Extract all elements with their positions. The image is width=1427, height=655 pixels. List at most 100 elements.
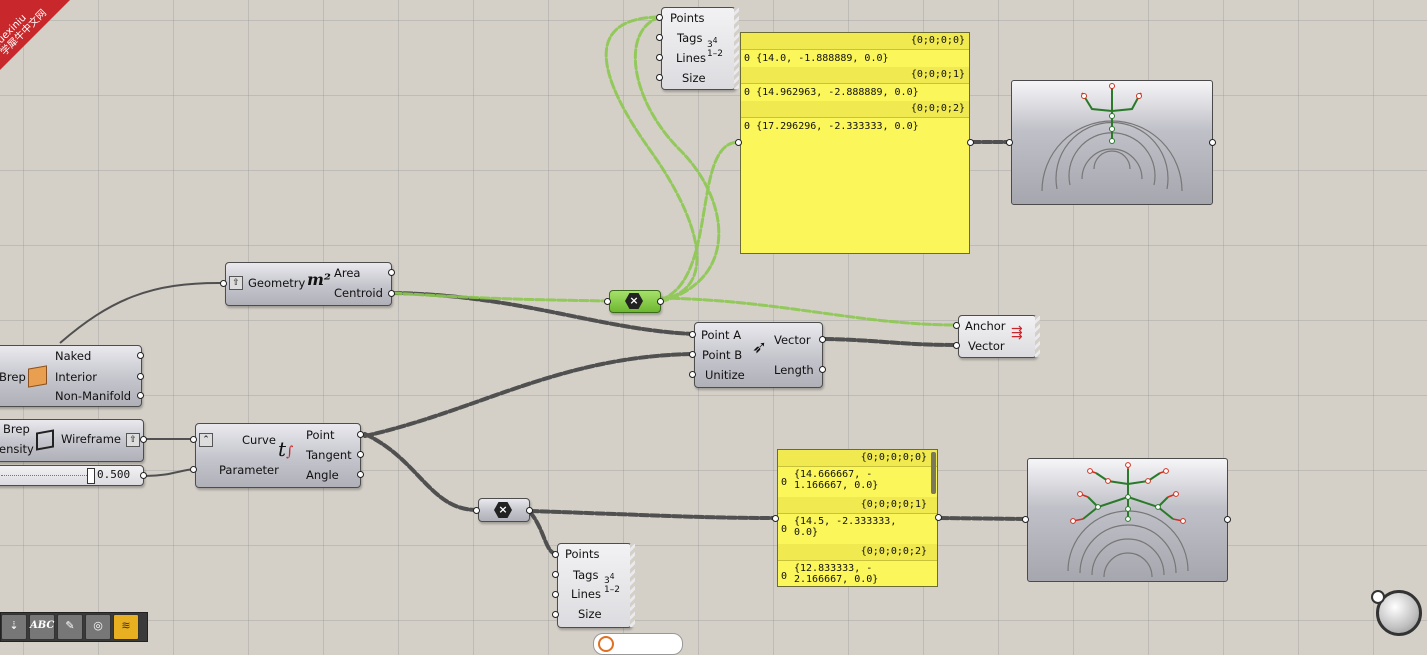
wire-cull-to-panel2: [528, 509, 778, 520]
port-anchor-in[interactable]: [953, 322, 960, 329]
port-unitize-in[interactable]: [689, 371, 696, 378]
port-preview-top-in[interactable]: [1006, 139, 1013, 146]
length-output-label: Length: [774, 363, 814, 377]
port-size-bottom[interactable]: [552, 611, 559, 618]
cull-x-icon: ×: [494, 502, 512, 518]
cull-component[interactable]: ×: [478, 498, 530, 522]
preview-top[interactable]: [1011, 80, 1213, 205]
point-list-bottom-lines-label: Lines: [571, 587, 601, 601]
port-angle-out[interactable]: [357, 471, 364, 478]
interior-output-label: Interior: [55, 370, 97, 384]
pen-tool-icon[interactable]: ✎: [57, 614, 83, 640]
panel-bottom-row-1: 0 {14.5, -2.333333,0.0}: [781, 516, 897, 538]
wire-point-to-pointB: [363, 352, 696, 438]
port-panel-bottom-in[interactable]: [772, 515, 779, 522]
port-naked-out[interactable]: [137, 352, 144, 359]
slider-track[interactable]: [1, 475, 89, 476]
port-lines-bottom[interactable]: [552, 591, 559, 598]
expand-icon[interactable]: ⌃: [199, 433, 213, 447]
port-vector-out[interactable]: [819, 336, 826, 343]
wire-cull-to-pointlist1: [604, 15, 699, 302]
port-vector-in[interactable]: [953, 342, 960, 349]
cursor-tool-icon[interactable]: ⇣: [1, 614, 27, 640]
panel-bottom-path-1: {0;0;0;0;1}: [778, 497, 937, 514]
port-preview-bottom-in[interactable]: [1022, 516, 1029, 523]
wireframe-component[interactable]: Brep ensity Wireframe ⇧: [0, 419, 144, 462]
spiral-tool-icon[interactable]: ◎: [85, 614, 111, 640]
upload-icon[interactable]: ⇧: [126, 433, 140, 447]
evaluate-curve-icon: t∫: [278, 437, 294, 461]
panel-top[interactable]: {0;0;0;0} 0 {14.0, -1.888889, 0.0} {0;0;…: [740, 32, 970, 254]
port-length-out[interactable]: [819, 366, 826, 373]
navigation-knob[interactable]: [1371, 590, 1385, 604]
wire-cull-to-pointlist2: [528, 510, 558, 556]
text-tool-icon[interactable]: ABC: [29, 614, 55, 640]
port-size-top[interactable]: [656, 74, 663, 81]
wire-panel2-to-preview2: [938, 516, 1028, 521]
port-preview-top-out[interactable]: [1209, 139, 1216, 146]
panel-bottom-row-0: 0 {14.666667, -1.166667, 0.0}: [781, 469, 879, 491]
port-cull1-in[interactable]: [604, 298, 611, 305]
port-nonmanifold-out[interactable]: [137, 392, 144, 399]
vector-display-component[interactable]: Anchor Vector ⇶: [958, 315, 1040, 358]
evaluate-curve-component[interactable]: ⌃ Curve Parameter t∫ Point Tangent Angle: [195, 423, 361, 488]
port-preview-bottom-out[interactable]: [1224, 516, 1231, 523]
port-lines-top[interactable]: [656, 54, 663, 61]
vector-display-edge: [1035, 316, 1040, 357]
port-pointb-in[interactable]: [689, 351, 696, 358]
wire-brep-to-area: [59, 281, 225, 344]
panel-top-row-0: 0 {14.0, -1.888889, 0.0}: [744, 53, 889, 64]
port-points-bottom[interactable]: [552, 551, 559, 558]
preview-bottom[interactable]: [1027, 458, 1228, 582]
port-cull2-in[interactable]: [473, 507, 480, 514]
port-points-top[interactable]: [656, 14, 663, 21]
port-tags-top[interactable]: [656, 34, 663, 41]
panel-bottom[interactable]: {0;0;0;0;0} 0 {14.666667, -1.166667, 0.0…: [777, 449, 938, 587]
slider-value: 0.500: [97, 468, 131, 481]
port-cull1-out[interactable]: [657, 298, 664, 305]
slider-handle[interactable]: [87, 468, 95, 484]
wireframe-output-label: Wireframe: [61, 432, 121, 446]
port-panel-top-out[interactable]: [967, 139, 974, 146]
area-icon: m²: [307, 270, 331, 289]
wire-cull-to-anchor: [658, 296, 959, 327]
brep-edges-component[interactable]: Brep Naked Interior Non-Manifold: [0, 345, 142, 407]
port-curve-in[interactable]: [190, 436, 197, 443]
bottom-widget[interactable]: [593, 633, 683, 655]
port-centroid-out[interactable]: [388, 290, 395, 297]
port-tangent-out[interactable]: [357, 451, 364, 458]
brep-box-icon: [28, 365, 47, 388]
port-panel-top-in[interactable]: [735, 139, 742, 146]
port-point-out[interactable]: [357, 431, 364, 438]
port-cull2-out[interactable]: [526, 507, 533, 514]
port-tags-bottom[interactable]: [552, 571, 559, 578]
port-area-out[interactable]: [388, 269, 395, 276]
area-geometry-label: Geometry: [248, 276, 306, 290]
panel-bottom-scrollbar[interactable]: [931, 452, 936, 494]
cull-component-selected[interactable]: ×: [609, 290, 661, 313]
vector-display-icon: ⇶: [1011, 325, 1023, 341]
sketch-tool-icon[interactable]: ≋: [113, 614, 139, 640]
port-geometry-in[interactable]: [220, 280, 227, 287]
port-pointa-in[interactable]: [689, 331, 696, 338]
area-output-label: Area: [334, 266, 361, 280]
angle-output-label: Angle: [306, 468, 339, 482]
port-slider-out[interactable]: [140, 472, 147, 479]
number-slider[interactable]: 0.500: [0, 465, 144, 486]
panel-bottom-path-2: {0;0;0;0;2}: [778, 544, 937, 561]
port-parameter-in[interactable]: [190, 466, 197, 473]
panel-top-path-2: {0;0;0;2}: [741, 101, 969, 118]
area-component[interactable]: ⇧ Geometry m² Area Centroid: [225, 262, 392, 306]
wire-cull-to-pointlist1b: [633, 15, 721, 304]
port-interior-out[interactable]: [137, 373, 144, 380]
port-wireframe-out[interactable]: [140, 436, 147, 443]
wireframe-brep-label: Brep: [3, 422, 30, 436]
panel-bottom-row-2: 0 {12.833333, -2.166667, 0.0}: [781, 563, 879, 585]
port-panel-bottom-out[interactable]: [935, 514, 942, 521]
upload-icon[interactable]: ⇧: [229, 276, 243, 290]
vector-2pt-component[interactable]: Point A Point B Unitize ➶ Vector Length: [694, 322, 823, 388]
